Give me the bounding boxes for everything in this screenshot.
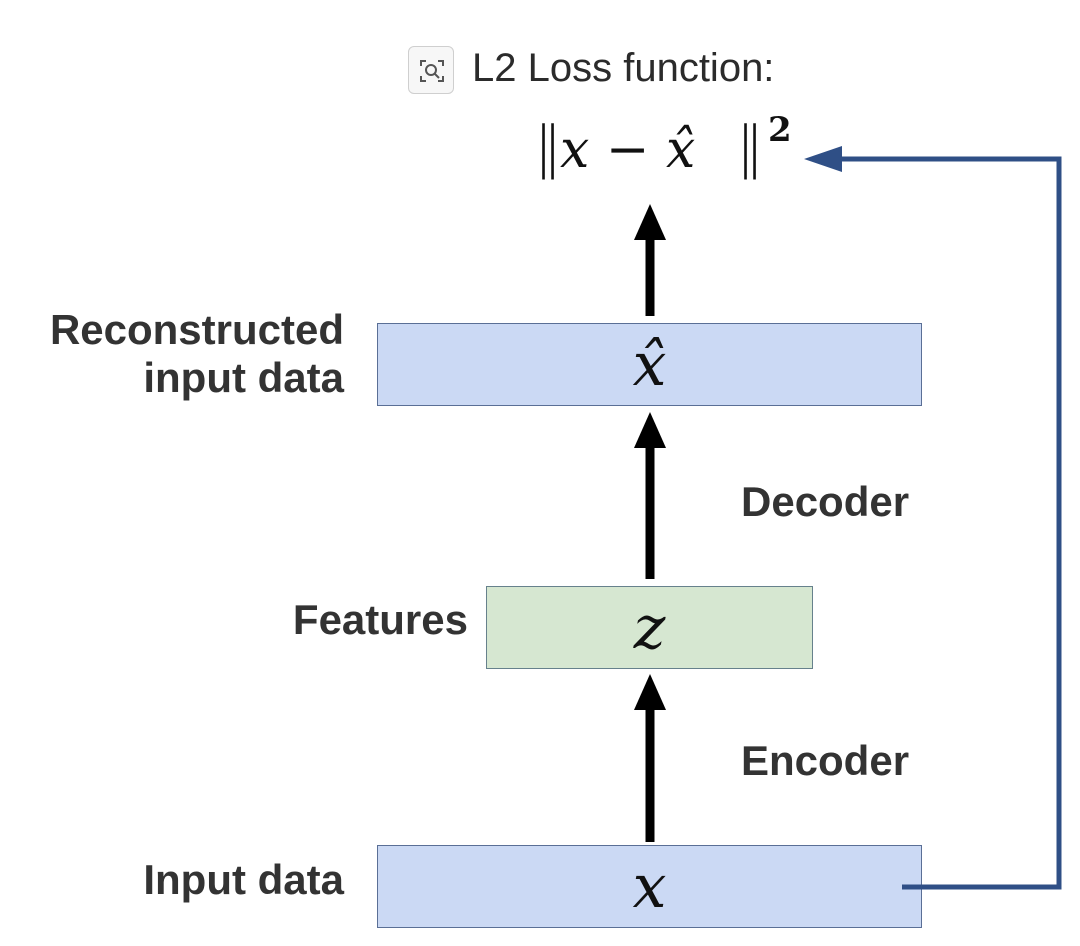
loss-expression: x − x̂ (560, 120, 696, 180)
features-label: Features (292, 596, 468, 643)
magnifier-icon (420, 60, 444, 82)
reconstructed-symbol: x̂ (632, 329, 667, 400)
norm-bar-left: ‖ (534, 115, 562, 180)
reconstructed-box: x̂ (377, 323, 922, 406)
norm-bar-right: ‖ (736, 115, 764, 180)
loss-title: L2 Loss function: (472, 46, 775, 90)
loss-arrow (634, 204, 666, 316)
input-symbol: x (632, 851, 667, 922)
lens-button[interactable] (408, 46, 454, 94)
encoder-label: Encoder (741, 737, 910, 784)
input-label: Input data (143, 856, 344, 903)
encoder-arrow (634, 674, 666, 842)
reconstructed-label: Reconstructed input data (0, 306, 344, 402)
loss-formula: ‖ x − x̂ ‖ 2 (530, 110, 792, 188)
decoder-label: Decoder (741, 478, 910, 525)
reconstructed-label-line1: Reconstructed (49, 306, 344, 353)
feedback-arrow (804, 146, 1062, 890)
reconstructed-label-line2: input data (143, 354, 344, 401)
input-box: x (377, 845, 922, 928)
features-box: z (486, 586, 813, 669)
decoder-arrow (634, 412, 666, 579)
loss-exponent: 2 (768, 110, 792, 150)
features-symbol: z (633, 592, 666, 663)
